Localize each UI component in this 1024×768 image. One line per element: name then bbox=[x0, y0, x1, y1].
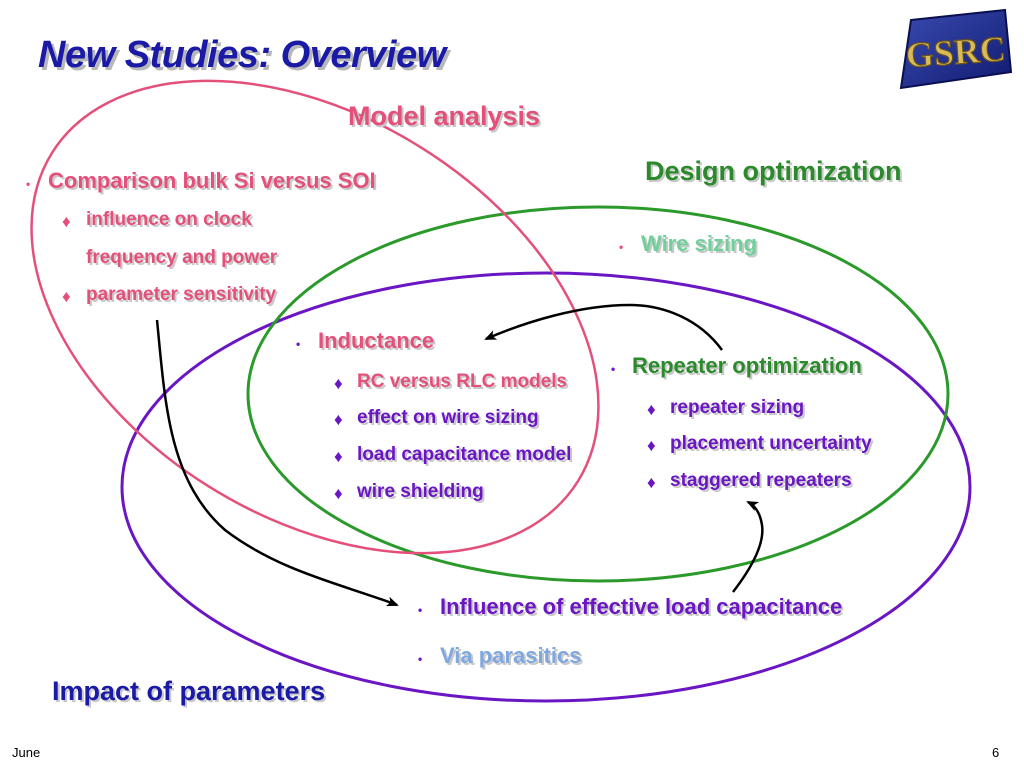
gsrc-logo: GSRC bbox=[899, 8, 1013, 90]
logo-text: GSRC bbox=[904, 29, 1007, 76]
bullet-diamond: ♦ bbox=[62, 212, 71, 231]
arrow-sensitivity-to-load-cap bbox=[155, 319, 399, 607]
bullet-diamond: ♦ bbox=[334, 374, 343, 393]
bullet-diamond: ♦ bbox=[647, 473, 656, 492]
page-number: 6 bbox=[992, 745, 1000, 760]
arrow-load-cap-to-staggered bbox=[732, 500, 764, 593]
design-optimization-ellipse bbox=[246, 205, 950, 583]
item-comparison: Comparison bulk Si versus SOI bbox=[48, 168, 376, 193]
bullet-diamond: ♦ bbox=[647, 400, 656, 419]
bullet-diamond: ♦ bbox=[334, 410, 343, 429]
bullet-dot: • bbox=[296, 337, 301, 351]
set-label-model-analysis: Model analysis bbox=[348, 101, 541, 131]
item-influence-effective-load-capacitance: Influence of effective load capacitance bbox=[440, 594, 843, 619]
item-effect-on-wire-sizing: effect on wire sizing bbox=[357, 407, 539, 428]
item-placement-uncertainty: placement uncertainty bbox=[670, 433, 872, 454]
slide-title: New Studies: Overview bbox=[38, 34, 446, 76]
item-staggered-repeaters: staggered repeaters bbox=[670, 470, 852, 491]
item-repeater-optimization: Repeater optimization bbox=[632, 353, 862, 378]
bullet-dot: • bbox=[418, 603, 423, 617]
item-via-parasitics: Via parasitics bbox=[440, 643, 582, 668]
item-load-capacitance-model: load capacitance model bbox=[357, 444, 572, 465]
item-parameter-sensitivity: parameter sensitivity bbox=[86, 284, 277, 305]
item-influence-clock-line2: frequency and power bbox=[86, 247, 278, 268]
set-label-design-optimization: Design optimization bbox=[645, 156, 902, 186]
item-rc-vs-rlc: RC versus RLC models bbox=[357, 371, 568, 392]
item-wire-shielding: wire shielding bbox=[357, 481, 484, 502]
bullet-diamond: ♦ bbox=[647, 436, 656, 455]
item-wire-sizing: Wire sizing bbox=[641, 231, 757, 256]
item-inductance: Inductance bbox=[318, 328, 435, 353]
arrow-repeater-to-inductance bbox=[484, 303, 724, 351]
bullet-diamond: ♦ bbox=[334, 447, 343, 466]
impact-of-parameters-ellipse bbox=[120, 271, 972, 703]
bullet-diamond: ♦ bbox=[334, 484, 343, 503]
bullet-dot: • bbox=[619, 240, 624, 254]
bullet-dot: • bbox=[418, 652, 423, 666]
footer-date: June bbox=[12, 745, 41, 760]
bullet-dot: • bbox=[611, 362, 616, 376]
bullet-diamond: ♦ bbox=[62, 287, 71, 306]
item-influence-clock-line1: influence on clock bbox=[86, 209, 252, 230]
model-analysis-ellipse bbox=[30, 79, 600, 555]
item-repeater-sizing: repeater sizing bbox=[670, 397, 805, 418]
bullet-dot: • bbox=[26, 177, 31, 191]
set-label-impact-of-parameters: Impact of parameters bbox=[52, 676, 326, 706]
